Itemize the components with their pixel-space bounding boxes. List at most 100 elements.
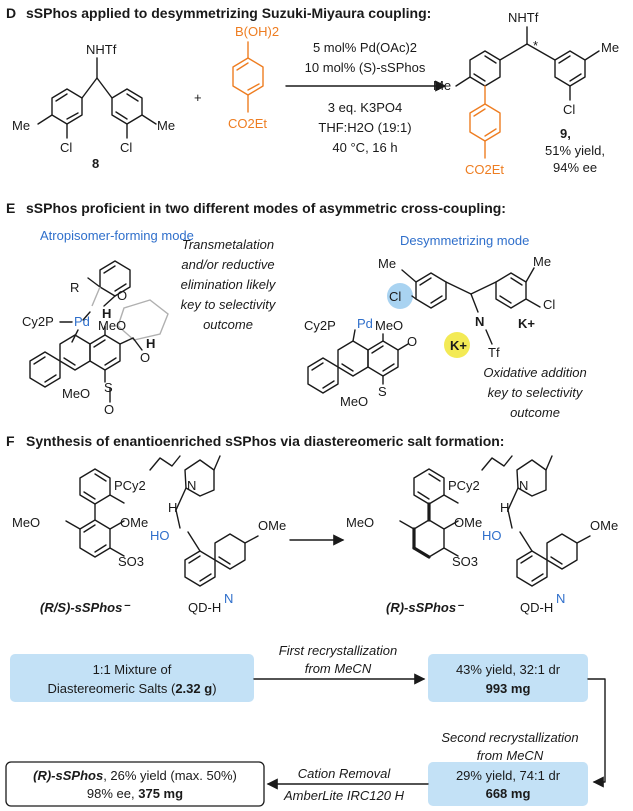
final-yield: , 26% yield (max. 50%) bbox=[103, 768, 237, 783]
result-2-line-1: 29% yield, 74:1 dr bbox=[456, 768, 561, 783]
hydrogen-label: H bbox=[500, 500, 509, 515]
pcy2-label: PCy2 bbox=[114, 478, 146, 493]
qd-h-label: QD-H bbox=[520, 600, 553, 615]
compound-9-structure bbox=[455, 26, 600, 101]
cl-label: Cl bbox=[563, 102, 575, 117]
triflyl-label: Tf bbox=[488, 345, 500, 360]
cl-label: Cl bbox=[120, 140, 132, 155]
hydroxyl-label: HO bbox=[482, 528, 502, 543]
methoxy-label: OMe bbox=[120, 515, 148, 530]
result-1-line-2: 993 mg bbox=[486, 681, 531, 696]
me-label: Me bbox=[533, 254, 551, 269]
sulfonate-label: SO3 bbox=[452, 554, 478, 569]
plus-sign: + bbox=[194, 90, 202, 105]
hydrogen-label: H bbox=[168, 500, 177, 515]
section-e-letter: E bbox=[6, 200, 15, 216]
boh2-label: B(OH)2 bbox=[235, 24, 279, 39]
co2et-label: CO2Et bbox=[228, 116, 267, 131]
potassium-label: K+ bbox=[518, 316, 535, 331]
start-text: Diastereomeric Salts ( bbox=[47, 681, 176, 696]
step-1-line-1: First recrystallization bbox=[279, 643, 397, 658]
racemic-sSPhos-label: (R/S)-sSPhos⁻ bbox=[40, 600, 131, 615]
step-3-line-1: Cation Removal bbox=[298, 766, 392, 781]
boronic-acid-structure bbox=[232, 41, 264, 113]
nhtf-label: NHTf bbox=[86, 42, 117, 57]
pcy2-label: PCy2 bbox=[448, 478, 480, 493]
methoxy-label: MeO bbox=[98, 318, 126, 333]
reagent-line: THF:H2O (19:1) bbox=[318, 120, 411, 135]
note-line: and/or reductive bbox=[181, 257, 274, 272]
note-line: key to selectivity bbox=[488, 385, 584, 400]
racemic-salt-structure bbox=[65, 455, 259, 587]
atropisomer-complex-structure bbox=[29, 260, 169, 403]
product-yield: 51% yield, bbox=[545, 143, 605, 158]
section-d: D sSPhos applied to desymmetrizing Suzuk… bbox=[6, 5, 619, 177]
step-2-line-2: from MeCN bbox=[477, 748, 544, 763]
hydrogen-label: H bbox=[146, 336, 155, 351]
nhtf-label: NHTf bbox=[508, 10, 539, 25]
compound-8-number: 8 bbox=[92, 156, 99, 171]
result-1-line-1: 43% yield, 32:1 dr bbox=[456, 662, 561, 677]
reagent-line: 10 mol% (S)-sSPhos bbox=[305, 60, 426, 75]
step-1-line-2: from MeCN bbox=[305, 661, 372, 676]
stereocenter-star: * bbox=[533, 38, 538, 53]
potassium-label: K+ bbox=[450, 338, 467, 353]
methoxy-label: MeO bbox=[340, 394, 368, 409]
nitrogen-label: N bbox=[475, 314, 484, 329]
note-line: outcome bbox=[203, 317, 253, 332]
me-label: Me bbox=[157, 118, 175, 133]
final-box bbox=[5, 761, 265, 807]
start-line-2: Diastereomeric Salts (2.32 g) bbox=[47, 681, 216, 696]
workflow: 1:1 Mixture of Diastereomeric Salts (2.3… bbox=[5, 643, 606, 807]
reagent-line: 40 °C, 16 h bbox=[332, 140, 397, 155]
methoxy-label: MeO bbox=[346, 515, 374, 530]
hydroxyl-label: HO bbox=[150, 528, 170, 543]
me-label: Me bbox=[12, 118, 30, 133]
cy2p-label: Cy2P bbox=[22, 314, 54, 329]
oxygen-label: O bbox=[407, 334, 417, 349]
methoxy-label: OMe bbox=[590, 518, 618, 533]
step-2-line-1: Second recrystallization bbox=[441, 730, 578, 745]
cl-label: Cl bbox=[389, 289, 401, 304]
methoxy-label: OMe bbox=[258, 518, 286, 533]
final-mass: 375 mg bbox=[138, 786, 183, 801]
cl-label: Cl bbox=[60, 140, 72, 155]
sulfur-label: S bbox=[378, 384, 387, 399]
cy2p-label: Cy2P bbox=[304, 318, 336, 333]
compound-8-structure bbox=[37, 57, 157, 139]
note-line: outcome bbox=[510, 405, 560, 420]
note-line: Oxidative addition bbox=[483, 365, 586, 380]
final-ee: 98% ee, bbox=[87, 786, 138, 801]
resolved-salt-structure bbox=[399, 455, 591, 587]
reagent-line: 3 eq. K3PO4 bbox=[328, 100, 402, 115]
section-e-title: sSPhos proficient in two different modes… bbox=[26, 200, 506, 216]
note-line: elimination likely bbox=[181, 277, 277, 292]
mode-atropisomer-label: Atropisomer-forming mode bbox=[40, 228, 194, 243]
start-line-1: 1:1 Mixture of bbox=[93, 662, 172, 677]
note-atropisomer: Transmetalation and/or reductive elimina… bbox=[181, 237, 277, 332]
section-e: E sSPhos proficient in two different mod… bbox=[6, 200, 587, 420]
step-2-arrow bbox=[587, 678, 606, 788]
section-d-letter: D bbox=[6, 5, 16, 21]
me-label: Me bbox=[378, 256, 396, 271]
result-2-line-2: 668 mg bbox=[486, 786, 531, 801]
result-1-box bbox=[428, 654, 588, 702]
product-ee: 94% ee bbox=[553, 160, 597, 175]
methoxy-label: MeO bbox=[375, 318, 403, 333]
me-label: Me bbox=[601, 40, 619, 55]
reagent-line: 5 mol% Pd(OAc)2 bbox=[313, 40, 417, 55]
note-line: Transmetalation bbox=[182, 237, 274, 252]
final-compound: (R)-sSPhos bbox=[33, 768, 103, 783]
start-close: ) bbox=[212, 681, 216, 696]
oxygen-label: O bbox=[104, 402, 114, 417]
quinoline-n-label: N bbox=[556, 591, 565, 606]
mode-desymmetrizing-label: Desymmetrizing mode bbox=[400, 233, 529, 248]
sulfonate-label: SO3 bbox=[118, 554, 144, 569]
section-f-title: Synthesis of enantioenriched sSPhos via … bbox=[26, 433, 504, 449]
nitrogen-label: N bbox=[187, 478, 196, 493]
pd-label: Pd bbox=[74, 314, 90, 329]
methoxy-label: MeO bbox=[12, 515, 40, 530]
product-aryl-ring bbox=[469, 85, 501, 159]
result-2-box bbox=[428, 762, 588, 806]
